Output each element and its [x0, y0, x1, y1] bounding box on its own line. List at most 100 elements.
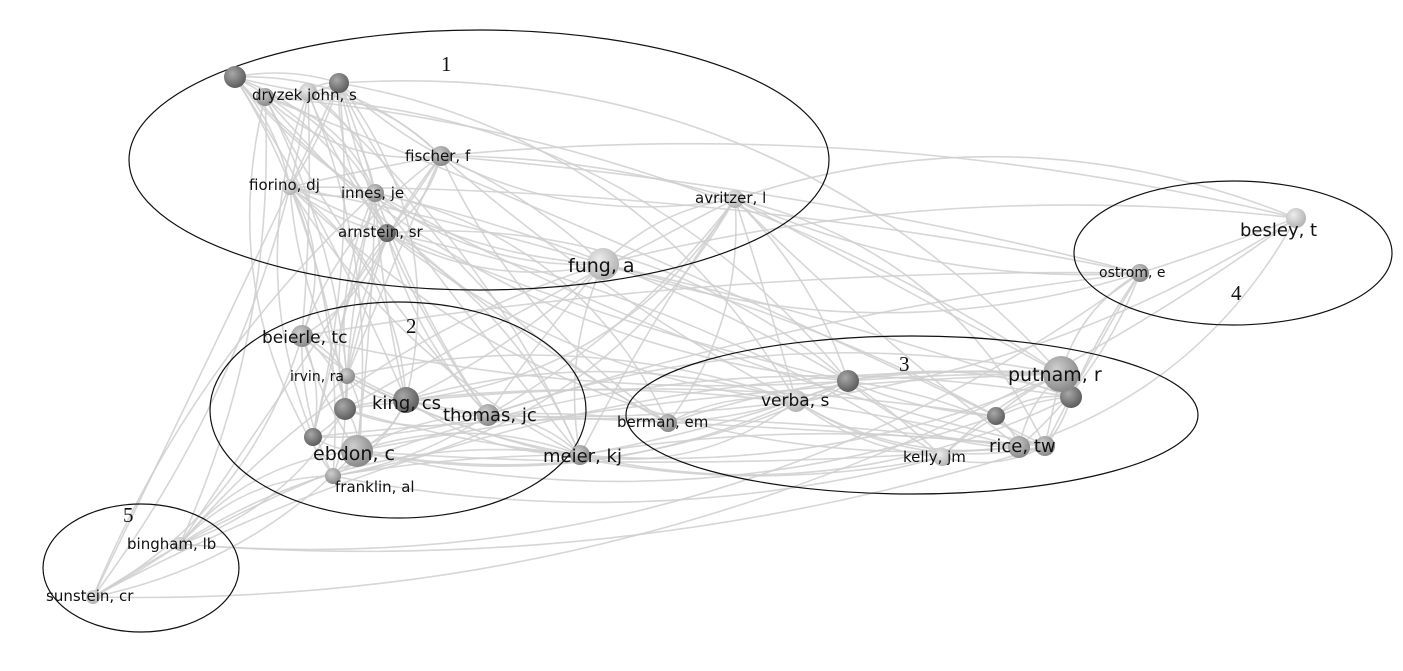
node-fiorino[interactable]: fiorino, dj [249, 176, 320, 195]
node-sphere[interactable] [224, 66, 246, 88]
citation-edge [356, 373, 1062, 452]
citation-edge [579, 400, 797, 460]
citation-edge [312, 414, 489, 438]
citation-edge [92, 335, 303, 598]
node-kelly[interactable]: kelly, jm [903, 448, 966, 466]
citation-edge [301, 155, 442, 337]
node-berman[interactable]: berman, em [617, 413, 708, 432]
node-innes[interactable]: innes, je [341, 184, 404, 202]
node-putnam[interactable]: putnam, r [1008, 356, 1102, 392]
node-dryzek[interactable]: dryzek john, s [252, 86, 357, 106]
node-beierle[interactable]: beierle, tc [262, 325, 347, 348]
citation-edge [374, 192, 1046, 447]
cluster-1-outline [128, 29, 830, 291]
node-meier[interactable]: meier, kj [543, 445, 622, 467]
node-label: ostrom, e [1099, 265, 1166, 281]
citation-edge [573, 263, 604, 456]
citation-edge [440, 155, 797, 402]
citation-edge [602, 263, 1141, 314]
node-label: arnstein, sr [338, 223, 424, 241]
citation-edge [179, 475, 334, 545]
node-label: rice, tw [989, 436, 1056, 457]
citation-edge [667, 397, 797, 424]
node-layer: dryzek john, s fischer, f fiorino, dj in… [46, 86, 1317, 605]
citation-edge [734, 198, 1141, 276]
node-bingham[interactable]: bingham, lb [127, 535, 216, 553]
node-ebdon[interactable]: ebdon, c [313, 435, 395, 467]
node-sphere[interactable] [1035, 436, 1055, 456]
citation-edge [667, 370, 1062, 424]
citation-edge [734, 198, 797, 402]
citation-edge [734, 198, 1046, 447]
citation-edge [179, 96, 268, 545]
citation-edge [92, 217, 1297, 599]
citation-edge [405, 399, 581, 456]
node-label: franklin, al [335, 478, 415, 496]
node-sphere[interactable] [837, 370, 859, 392]
cluster-1-number: 1 [441, 52, 452, 76]
citation-edge [338, 82, 376, 194]
citation-edge [332, 198, 736, 477]
citation-edge [301, 335, 489, 416]
node-ostrom[interactable]: ostrom, e [1099, 264, 1166, 282]
citation-edge [307, 91, 581, 456]
node-label: ebdon, c [313, 443, 395, 465]
citation-edge [338, 80, 1062, 375]
citation-edge [276, 91, 314, 438]
node-sunstein[interactable]: sunstein, cr [46, 587, 134, 605]
citation-edge [795, 400, 1020, 452]
citation-edge [289, 186, 348, 377]
citation-edge [301, 335, 334, 477]
node-sphere[interactable] [329, 73, 349, 93]
citation-edge [386, 232, 581, 456]
node-label: verba, s [761, 391, 830, 411]
node-sphere[interactable] [1060, 386, 1082, 408]
node-label: besley, t [1240, 220, 1317, 241]
citation-edge [92, 371, 1062, 598]
citation-edge [289, 82, 340, 188]
citation-edge [332, 456, 943, 504]
citation-edge [289, 186, 581, 456]
citation-edge [92, 543, 181, 598]
citation-edge [386, 232, 604, 273]
node-fung[interactable]: fung, a [568, 248, 635, 280]
cluster-5-number: 5 [123, 503, 134, 527]
node-label: king, cs [372, 393, 441, 414]
node-label: meier, kj [543, 446, 622, 467]
citation-edge [487, 198, 736, 416]
node-label: kelly, jm [903, 448, 966, 466]
node-king[interactable]: king, cs [372, 387, 441, 414]
citation-edge [386, 232, 797, 402]
citation-edge [344, 388, 997, 417]
citation-edge [734, 198, 1020, 448]
node-thomas[interactable]: thomas, jc [443, 404, 537, 426]
node-franklin[interactable]: franklin, al [325, 468, 415, 496]
node-rice[interactable]: rice, tw [989, 436, 1056, 458]
citation-edge [346, 354, 797, 402]
node-arnstein[interactable]: arnstein, sr [338, 223, 424, 242]
node-besley[interactable]: besley, t [1240, 208, 1317, 241]
citation-edge [667, 198, 737, 424]
unlabeled-node-layer [224, 66, 1082, 456]
citation-edge [264, 96, 376, 194]
citation-edge [92, 82, 340, 598]
citation-edge [440, 155, 1141, 274]
node-sphere[interactable] [334, 398, 356, 420]
citation-edge [405, 388, 1020, 448]
node-fischer[interactable]: fischer, f [405, 146, 471, 166]
node-avritzer[interactable]: avritzer, l [695, 189, 766, 208]
node-verba[interactable]: verba, s [761, 390, 830, 412]
citation-edge [405, 198, 736, 401]
node-irvin[interactable]: irvin, ra [290, 368, 355, 385]
citation-edge [289, 186, 1141, 274]
citation-edge [307, 91, 442, 157]
cluster-4-number: 4 [1231, 281, 1242, 305]
node-sphere[interactable] [299, 83, 317, 101]
node-sphere[interactable] [304, 428, 322, 446]
citation-edge [289, 155, 442, 188]
citation-edge [734, 155, 1297, 219]
citation-edge [92, 374, 1072, 598]
node-sphere[interactable] [987, 407, 1005, 425]
cluster-4-outline [1073, 180, 1393, 326]
